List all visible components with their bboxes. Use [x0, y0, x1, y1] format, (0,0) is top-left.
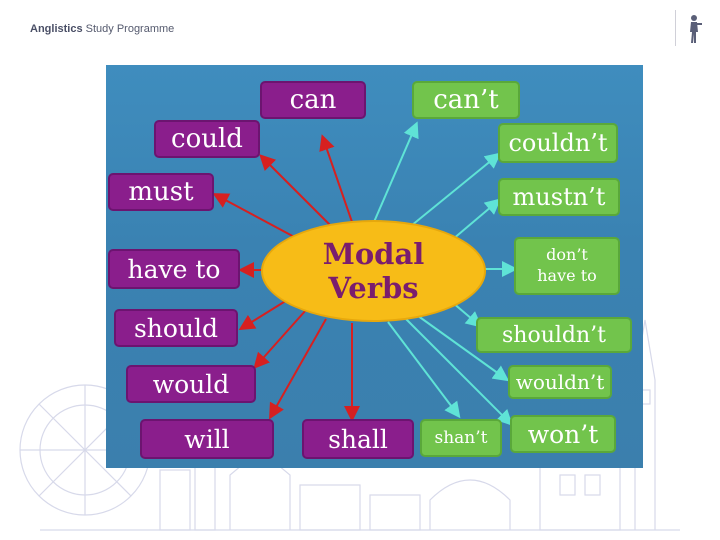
verb-mustnt: mustn’t [498, 178, 620, 216]
header-subtitle: Study Programme [86, 23, 175, 35]
verb-shall: shall [302, 419, 414, 459]
verb-will: will [140, 419, 274, 459]
verb-wouldnt: wouldn’t [508, 365, 612, 399]
verb-would: would [126, 365, 256, 403]
arrow-to-will [271, 319, 326, 416]
center-ellipse: Modal Verbs [261, 220, 486, 322]
brand-name: Anglistics [30, 23, 83, 35]
verb-can: can [260, 81, 366, 119]
center-title-line2: Verbs [328, 271, 418, 305]
arrow-to-could [262, 157, 334, 229]
verb-must: must [108, 173, 214, 211]
center-title-line1: Modal [323, 237, 425, 271]
arrow-to-cant [374, 125, 416, 222]
arrow-to-couldnt [406, 155, 498, 230]
verb-shouldnt: shouldn’t [476, 317, 632, 353]
verb-should: should [114, 309, 238, 347]
verb-wont: won’t [510, 415, 616, 453]
page-header: Anglistics Study Programme [30, 23, 174, 35]
verb-could: could [154, 120, 260, 158]
arrow-to-would [256, 310, 306, 366]
verb-shant: shan’t [420, 419, 502, 457]
arrow-to-must [216, 195, 300, 240]
arrow-to-can [323, 138, 352, 222]
header-divider [675, 10, 676, 46]
verb-cant: can’t [412, 81, 520, 119]
graduate-logo-icon [686, 14, 704, 44]
modal-verbs-diagram: can could must have to should would will… [106, 65, 643, 468]
verb-couldnt: couldn’t [498, 123, 618, 163]
verb-have-to: have to [108, 249, 240, 289]
verb-dont-have-to: don’t have to [514, 237, 620, 295]
